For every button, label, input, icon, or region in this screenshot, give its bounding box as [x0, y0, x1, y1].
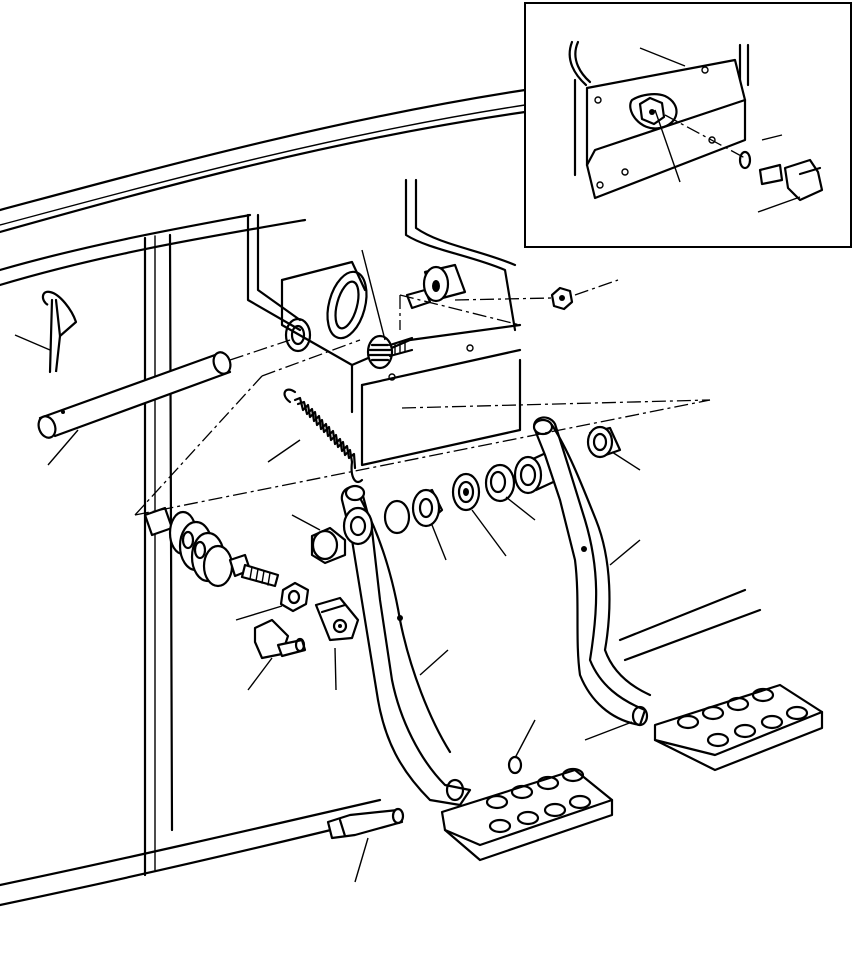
thrust-washer — [451, 472, 481, 512]
bushing-2 — [411, 488, 444, 528]
cotter-pin — [41, 290, 78, 374]
pedal-pad-right — [653, 683, 824, 772]
detail-inset — [524, 2, 852, 248]
ring-washer — [507, 755, 523, 775]
hex-nut — [550, 286, 574, 311]
brake-master-cylinder — [143, 506, 280, 588]
pedal-pad-left — [440, 767, 614, 862]
clutch-pedal-right — [532, 416, 652, 727]
assembly-centerlines — [134, 279, 711, 516]
clevis — [314, 596, 360, 642]
retaining-clip — [253, 618, 307, 660]
locknut — [279, 581, 310, 613]
return-spring — [283, 388, 364, 484]
bushing-3 — [484, 463, 516, 503]
pedal-bracket — [246, 178, 522, 467]
dashboard-panel — [0, 88, 762, 907]
spacer-1 — [383, 499, 411, 535]
pivot-shaft — [37, 351, 232, 439]
bushing-left — [310, 526, 347, 565]
stop-bolt — [366, 334, 414, 370]
bushing-right — [586, 425, 622, 459]
bracket-bushing — [422, 263, 467, 303]
clevis-pin — [326, 807, 405, 840]
callout-leaders — [14, 249, 641, 883]
brake-pedal-left — [340, 484, 472, 807]
sleeve — [513, 450, 564, 495]
